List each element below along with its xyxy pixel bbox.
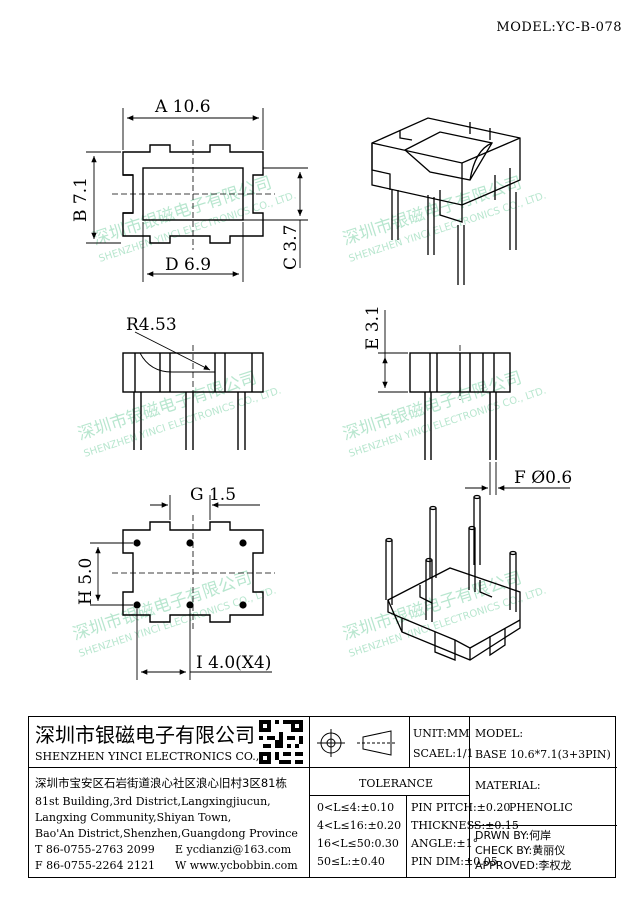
dim-h-label: H 5.0 <box>76 558 96 605</box>
qr-code <box>259 720 303 764</box>
tolerance-row: 16<L≤50:0.30 <box>317 837 399 850</box>
title-block: 深圳市银磁电子有限公司 SHENZHEN YINCI ELECTRONICS C… <box>28 716 617 878</box>
watermarks: 深圳市银磁电子有限公司 SHENZHEN YINCI ELECTRONICS C… <box>70 173 547 660</box>
company-name-cn: 深圳市银磁电子有限公司 <box>35 723 255 747</box>
material-label: MATERIAL: <box>475 779 541 792</box>
dim-r-label: R4.53 <box>126 315 177 335</box>
dim-c-label: C 3.7 <box>281 225 301 270</box>
model-value: BASE 10.6*7.1(3+3PIN) <box>475 748 611 761</box>
website: W www.ycbobbin.com <box>175 859 298 872</box>
drawn-by: DRWN BY:何岸 <box>475 829 552 842</box>
address-cn: 深圳市宝安区石岩街道浪心社区浪心旧村3区81栋 <box>35 776 287 790</box>
top-view <box>86 108 308 282</box>
model-label: MODEL: <box>475 727 524 740</box>
dim-i-label: I 4.0(X4) <box>196 653 271 673</box>
material-value: PHENOLIC <box>509 801 573 814</box>
iso-view-bottom <box>385 494 521 661</box>
pin-row: THICKNESS:±0.15 <box>411 819 519 832</box>
email: E ycdianzi@163.com <box>175 843 292 856</box>
approved-by: APPROVED:李权龙 <box>475 859 572 872</box>
dim-b-label: B 7.1 <box>71 177 91 222</box>
address-en-line1: 81st Building,3rd District,Langxingjiucu… <box>35 795 271 808</box>
pin-row: PIN PITCH:±0.20 <box>411 801 511 814</box>
tolerance-row: 0<L≤4:±0.10 <box>317 801 395 814</box>
dim-e-label: E 3.1 <box>363 305 383 350</box>
model-header: MODEL:YC-B-078 <box>496 20 622 35</box>
fax: F 86-0755-2264 2121 <box>35 859 156 872</box>
dim-g-label: G 1.5 <box>190 485 236 505</box>
scale: SCAEL:1/1 <box>413 747 474 760</box>
dim-a-label: A 10.6 <box>154 97 211 117</box>
pin-row: PIN DIM:±0.05 <box>411 855 498 868</box>
unit: UNIT:MM <box>413 727 470 740</box>
projection-symbol <box>317 729 397 757</box>
address-en-line2: Langxing Community,Shiyan Town, <box>35 811 232 824</box>
iso-view-top <box>371 117 521 285</box>
tel: T 86-0755-2763 2099 <box>35 843 155 856</box>
address-en-line3: Bao'An District,Shenzhen,Guangdong Provi… <box>35 827 298 840</box>
pin-row: ANGLE:±1° <box>411 837 479 850</box>
front-view <box>122 331 264 450</box>
tolerance-title: TOLERANCE <box>359 777 433 790</box>
tolerance-row: 4<L≤16:±0.20 <box>317 819 402 832</box>
checked-by: CHECK BY:黄丽仪 <box>475 844 566 857</box>
tolerance-row: 50≤L:±0.40 <box>317 855 385 868</box>
side-view <box>378 310 570 495</box>
company-name-en: SHENZHEN YINCI ELECTRONICS CO.,LTD. <box>35 750 285 763</box>
dim-d-label: D 6.9 <box>165 255 211 275</box>
dim-f-label: F Ø0.6 <box>514 468 572 488</box>
bottom-view <box>90 495 275 680</box>
